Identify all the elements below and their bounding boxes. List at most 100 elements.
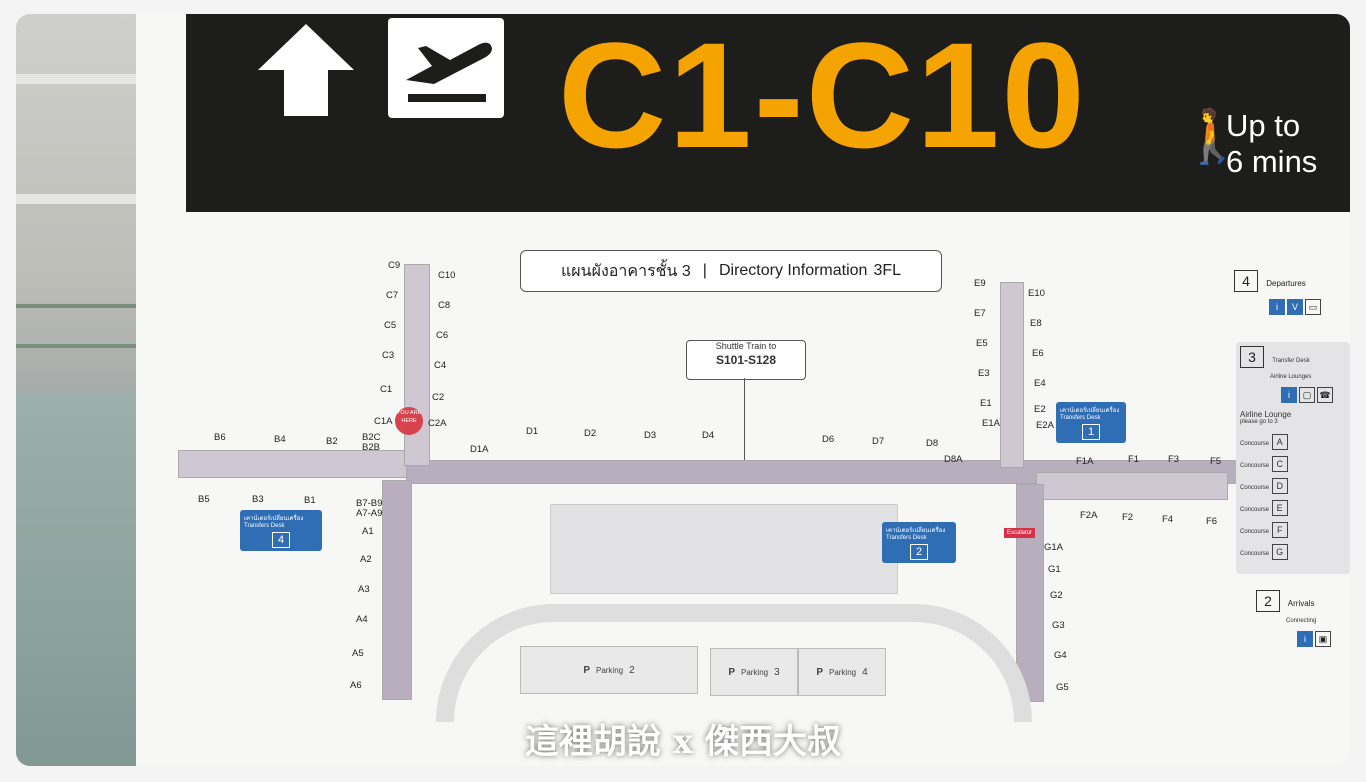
concourse-label: Concourse <box>1240 529 1270 535</box>
gate-label: B2 <box>326 436 338 447</box>
gate-label: E3 <box>978 368 990 379</box>
gate-label: F1A <box>1076 456 1094 467</box>
concourse-letter: D <box>1271 478 1288 494</box>
gate-label: A6 <box>350 680 362 691</box>
corridor-a <box>382 480 412 700</box>
gate-label: G4 <box>1054 650 1067 661</box>
transfer-desk-text: Transfer Desk <box>1272 358 1310 364</box>
parking-icon: P <box>816 666 823 678</box>
concourse-label: Concourse <box>1240 441 1270 447</box>
parking-number: 4 <box>862 666 868 678</box>
gate-label: E9 <box>974 278 986 289</box>
gate-range-title: C1-C10 <box>558 14 1087 179</box>
gate-label: F3 <box>1168 454 1180 465</box>
transfer-desk-thai: เคาน์เตอร์เปลี่ยนเครื่อง <box>886 528 946 534</box>
parking-number: 2 <box>629 664 635 676</box>
shuttle-range: S101-S128 <box>715 353 777 367</box>
gate-label: E10 <box>1028 288 1045 299</box>
shuttle-leader-line <box>744 378 745 462</box>
ceiling-beam <box>16 194 216 204</box>
gate-label: E1A <box>982 418 1000 429</box>
transfer-desk-number: 2 <box>910 544 928 560</box>
handrail <box>16 304 186 308</box>
gate-label: E2 <box>1034 404 1046 415</box>
gate-label: A3 <box>358 584 370 595</box>
gate-label: D8A <box>944 454 963 465</box>
concourse-letter: E <box>1271 500 1288 516</box>
gate-label: F6 <box>1206 516 1218 527</box>
corridor-f <box>1036 472 1228 500</box>
gate-label: D7 <box>872 436 885 447</box>
gate-header: C1-C10 🚶 Up to 6 mins <box>186 14 1350 212</box>
gate-label: C5 <box>384 320 397 331</box>
gate-label: D2 <box>584 428 597 439</box>
gate-label: D8 <box>926 438 939 449</box>
gate-label: F1 <box>1128 454 1140 465</box>
gate-label: B1 <box>304 495 316 506</box>
parking-label: Parking <box>595 665 624 675</box>
gate-label: A4 <box>356 614 368 625</box>
concourse-row: Concourse C <box>1240 455 1350 473</box>
concourse-row: Concourse E <box>1240 499 1350 517</box>
airline-lounge-note: please go to 3 <box>1240 419 1278 425</box>
level-number: 3 <box>1240 346 1264 368</box>
level-title: Departures <box>1266 279 1306 288</box>
gate-label: E8 <box>1030 318 1042 329</box>
gate-label: C7 <box>386 290 399 301</box>
escalator-label: Escalator <box>1004 528 1036 538</box>
corridor-c <box>404 264 430 466</box>
parking-icon: P <box>583 664 590 676</box>
gate-label: D4 <box>702 430 715 441</box>
transfer-desk-thai: เคาน์เตอร์เปลี่ยนเครื่อง <box>1060 408 1120 414</box>
gate-label: C2A <box>428 418 447 429</box>
transfer-desk-1: เคาน์เตอร์เปลี่ยนเครื่อง Transfers Desk … <box>1056 402 1126 443</box>
concourse-row: Concourse D <box>1240 477 1350 495</box>
gate-label: F2A <box>1080 510 1098 521</box>
connecting-text: Connecting <box>1286 618 1317 624</box>
gate-label: D1 <box>526 426 539 437</box>
directory-title-box: แผนผังอาคารชั้น 3 | Directory Informatio… <box>520 250 942 292</box>
concourse-letter: F <box>1271 522 1288 538</box>
shuttle-train-box: Shuttle Train to S101-S128 <box>686 340 806 380</box>
walk-time: Up to 6 mins <box>1226 108 1317 180</box>
transfer-desk-4: เคาน์เตอร์เปลี่ยนเครื่อง Transfers Desk … <box>240 510 322 551</box>
baggage-icon: ▣ <box>1315 631 1331 647</box>
gate-label: C2 <box>432 392 445 403</box>
gate-label: B2B <box>362 442 380 453</box>
walk-time-line2: 6 mins <box>1226 144 1318 179</box>
gate-label: E2A <box>1036 420 1054 431</box>
transfer-desk-number: 4 <box>272 532 290 548</box>
info-icon: i <box>1269 299 1285 315</box>
concourse-row: Concourse F <box>1240 521 1350 539</box>
parking-number: 3 <box>774 666 780 678</box>
level-title: Arrivals <box>1287 599 1315 608</box>
legend-level-3: 3 Transfer Desk Airline Lounges i▢☎ Airl… <box>1236 342 1350 576</box>
transfer-desk-label: Transfers Desk <box>1060 415 1101 421</box>
gate-label: C1 <box>380 384 393 395</box>
level-number: 2 <box>1256 590 1280 612</box>
gate-label: G1A <box>1044 542 1064 553</box>
vat-icon: V <box>1287 299 1303 315</box>
parking-2: P Parking 2 <box>520 646 698 694</box>
gate-label: C6 <box>436 330 449 341</box>
seat-icon: ▭ <box>1305 299 1321 315</box>
legend-level-2: 2 Arrivals Connecting i▣ <box>1256 590 1332 648</box>
corridor-e <box>1000 282 1024 468</box>
concourse-letter: A <box>1271 434 1288 450</box>
gate-label: F4 <box>1162 514 1174 525</box>
ceiling-beam <box>16 74 216 84</box>
gate-label: G2 <box>1050 590 1063 601</box>
info-icon: i <box>1281 387 1297 403</box>
transfer-desk-2: เคาน์เตอร์เปลี่ยนเครื่อง Transfers Desk … <box>882 522 956 563</box>
gate-label: B4 <box>274 434 286 445</box>
corridor-b <box>178 450 410 478</box>
concourse-row: Concourse G <box>1240 543 1350 561</box>
gate-label: G5 <box>1056 682 1069 693</box>
gate-label: B7-B9 <box>356 498 383 509</box>
gate-label: C1A <box>374 416 393 427</box>
gate-label: C3 <box>382 350 395 361</box>
shuttle-label: Shuttle Train to <box>715 341 777 351</box>
gate-label: C10 <box>438 270 456 281</box>
concourse-label: Concourse <box>1240 463 1270 469</box>
